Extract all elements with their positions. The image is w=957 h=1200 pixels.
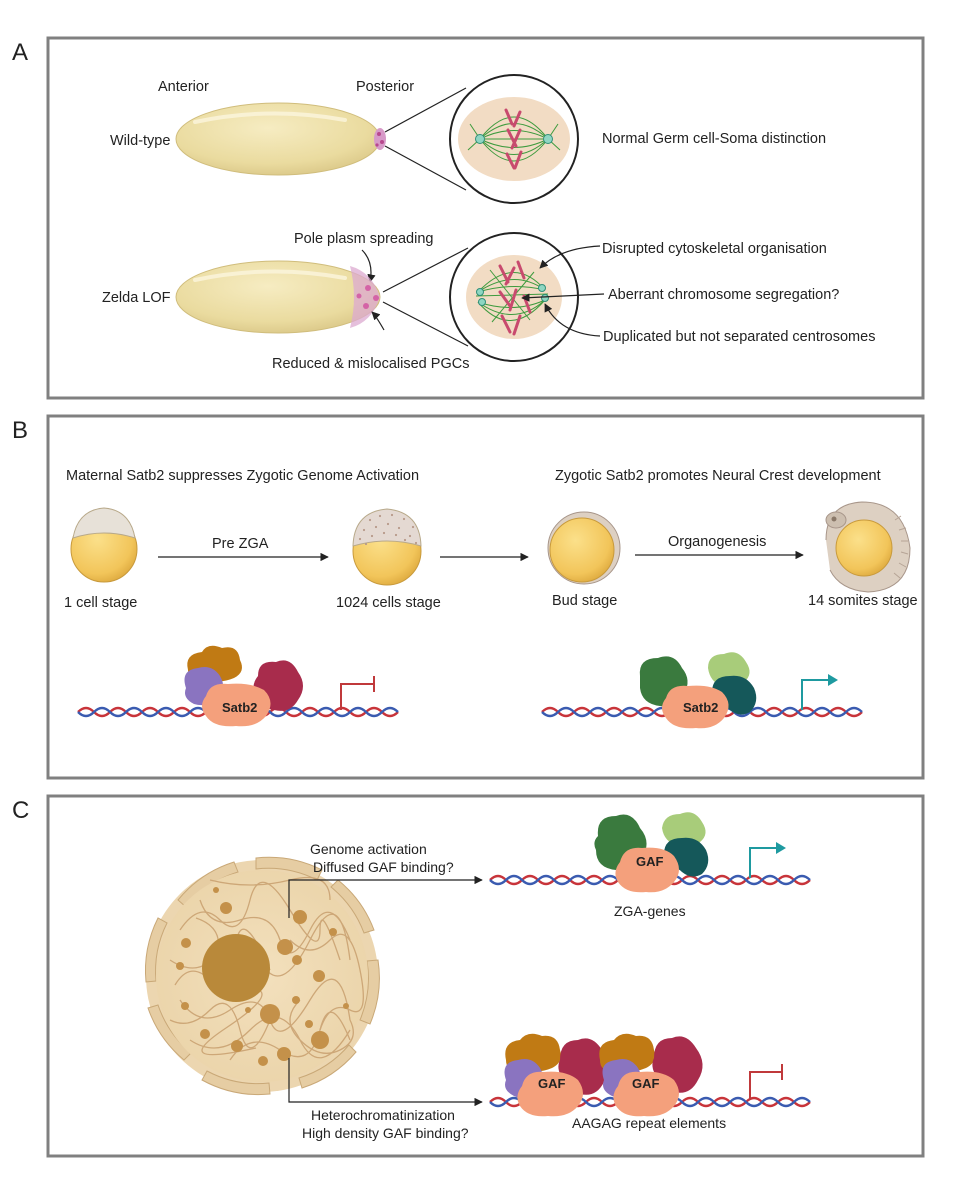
repress-symbol-aagag	[749, 1064, 783, 1100]
disrupted-cytoskeleton-label: Disrupted cytoskeletal organisation	[602, 241, 827, 257]
zelda-label: Zelda LOF	[102, 290, 171, 306]
high-density-gaf-label: High density GAF binding?	[302, 1125, 469, 1141]
panel-c: C	[12, 794, 925, 1158]
gaf-bottom-1-label: GAF	[538, 1076, 566, 1091]
panel-c-frame	[46, 794, 925, 1158]
panel-b-letter: B	[12, 417, 28, 444]
pole-plasm-label: Pole plasm spreading	[294, 231, 433, 247]
activate-symbol-zga	[749, 842, 786, 878]
panel-a-letter: A	[12, 39, 28, 66]
activate-symbol-right	[801, 674, 838, 710]
somites-embryo	[825, 501, 911, 593]
gaf-complex-bottom-2: GAF	[599, 1033, 703, 1117]
panel-a-frame	[46, 36, 925, 400]
satb2-left-label: Satb2	[222, 700, 257, 715]
pgc-arrow	[371, 311, 385, 331]
activation-arrow	[288, 875, 483, 918]
zelda-embryo	[175, 260, 381, 334]
gaf-complex-bottom-1: GAF	[504, 1033, 609, 1117]
panel-a: A Anterior Posterior Wild-type	[12, 36, 925, 400]
pole-plasm-arrow	[361, 249, 376, 283]
disrupted-arrow	[539, 245, 601, 269]
gaf-bottom-2-label: GAF	[632, 1076, 660, 1091]
aberrant-segregation-label: Aberrant chromosome segregation?	[608, 287, 839, 303]
stage-3-label: Bud stage	[552, 593, 617, 609]
centrosome-arrow	[544, 303, 601, 337]
stage-1-label: 1 cell stage	[64, 595, 137, 611]
cells-1024-embryo	[352, 508, 422, 586]
zygotic-satb2-label: Zygotic Satb2 promotes Neural Crest deve…	[555, 468, 881, 484]
pre-zga-label: Pre ZGA	[212, 536, 269, 552]
wildtype-spindle-zoom	[449, 74, 579, 204]
maternal-satb2-label: Maternal Satb2 suppresses Zygotic Genome…	[66, 468, 419, 484]
anterior-label: Anterior	[158, 79, 209, 95]
duplicated-centrosomes-label: Duplicated but not separated centrosomes	[603, 329, 875, 345]
panel-c-letter: C	[12, 797, 29, 824]
panel-b-frame	[46, 414, 925, 780]
organogenesis-label: Organogenesis	[668, 534, 766, 550]
reduced-pgc-label: Reduced & mislocalised PGCs	[272, 356, 469, 372]
zelda-spindle-zoom	[449, 232, 579, 362]
heterochromatinization-label: Heterochromatinization	[311, 1107, 455, 1123]
repress-symbol-left	[340, 676, 375, 710]
zga-genes-label: ZGA-genes	[614, 903, 686, 919]
bud-stage-embryo	[547, 511, 621, 585]
normal-distinction-label: Normal Germ cell-Soma distinction	[602, 131, 826, 147]
stage-2-label: 1024 cells stage	[336, 595, 441, 611]
gaf-top-label: GAF	[636, 854, 664, 869]
nucleus	[145, 856, 380, 1096]
wildtype-label: Wild-type	[110, 133, 170, 149]
one-cell-embryo	[70, 507, 138, 583]
aagag-label: AAGAG repeat elements	[572, 1115, 726, 1131]
gaf-complex-top: GAF	[594, 812, 709, 893]
diffused-gaf-label: Diffused GAF binding?	[313, 859, 454, 875]
satb2-complex-right: Satb2	[639, 652, 757, 729]
panel-b: B Maternal Satb2 suppresses Zygotic Geno…	[12, 414, 925, 780]
genome-activation-label: Genome activation	[310, 841, 427, 857]
wildtype-embryo	[175, 102, 386, 176]
aberrant-arrow	[521, 293, 605, 302]
posterior-label: Posterior	[356, 79, 414, 95]
satb2-right-label: Satb2	[683, 700, 718, 715]
heterochromatin-arrow	[288, 1058, 483, 1107]
stage-4-label: 14 somites stage	[808, 593, 918, 609]
satb2-complex-left: Satb2	[184, 645, 303, 727]
